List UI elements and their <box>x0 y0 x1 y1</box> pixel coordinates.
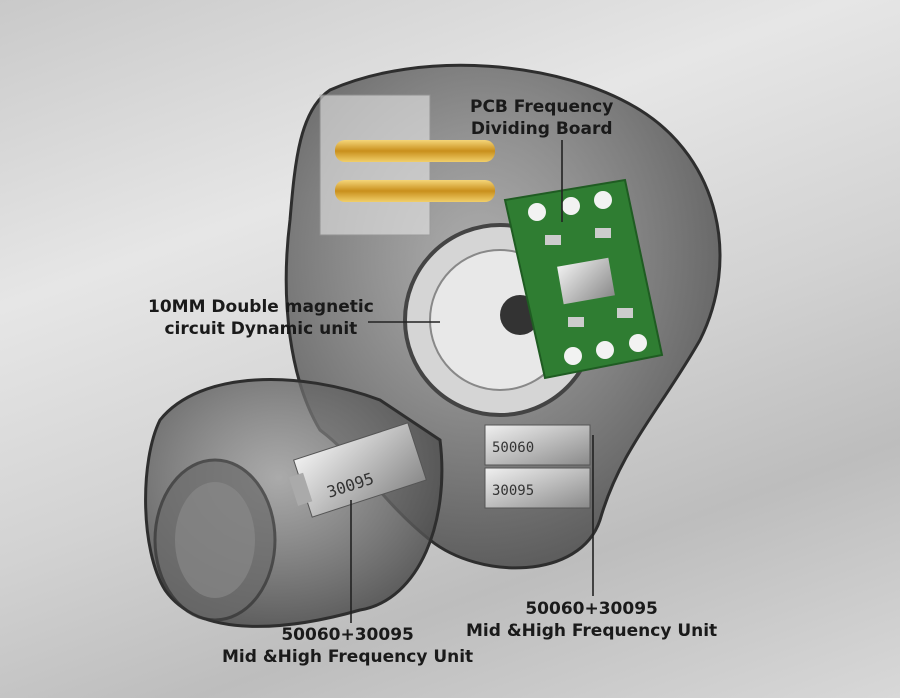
nozzle-ba-driver <box>288 422 427 518</box>
gold-pin <box>335 140 495 162</box>
pcb-board <box>503 178 664 380</box>
callout-pcb: PCB Frequency Dividing Board <box>470 97 614 139</box>
gold-pin <box>335 180 495 202</box>
body-ba-driver-top <box>484 424 591 466</box>
marking-30095-body: 30095 <box>492 483 534 499</box>
callout-body-unit: 50060+30095 Mid &High Frequency Unit <box>466 599 718 641</box>
body-ba-driver-bottom <box>484 467 591 509</box>
leader-lines <box>350 140 594 623</box>
callout-dynamic-unit: 10MM Double magnetic circuit Dynamic uni… <box>148 297 374 339</box>
callout-nozzle-unit: 50060+30095 Mid &High Frequency Unit <box>222 625 474 667</box>
marking-50060: 50060 <box>492 440 534 456</box>
